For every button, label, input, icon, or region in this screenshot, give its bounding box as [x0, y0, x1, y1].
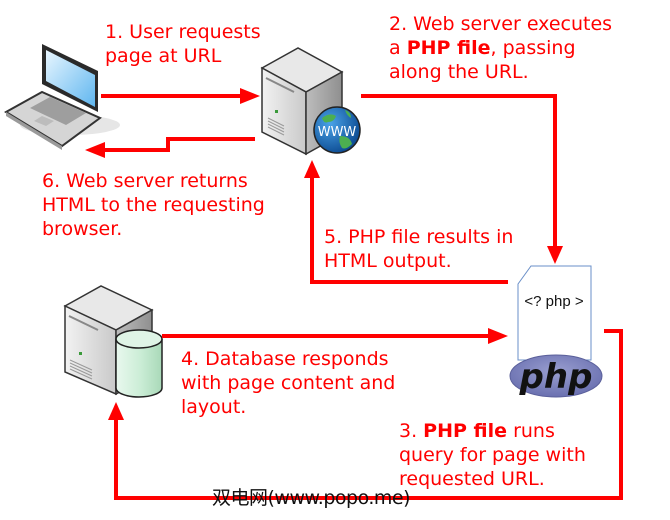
step3-label: 3. PHP file runs query for page with req…	[399, 419, 586, 491]
step2-line2-pre: a	[389, 37, 407, 59]
step3-line1-post: runs	[507, 420, 555, 442]
step1-line1: 1. User requests	[105, 21, 261, 43]
database-cylinder-icon	[115, 329, 163, 398]
step3-line2: query for page with	[399, 444, 586, 466]
step4-line2: with page content and	[181, 372, 396, 394]
arrow-step2	[361, 94, 557, 246]
step4-line3: layout.	[181, 396, 247, 418]
arrowhead-step3	[108, 402, 124, 420]
laptop-icon	[4, 44, 120, 150]
step6-line3: browser.	[42, 218, 123, 240]
step4-label: 4. Database responds with page content a…	[181, 347, 395, 419]
step2-line2-bold: PHP file	[406, 37, 491, 59]
php-logo-icon: php	[509, 354, 603, 398]
php-code-text: <? php >	[524, 293, 583, 310]
www-label: WWW	[318, 125, 357, 140]
arrow-step6	[105, 137, 255, 152]
step3-line3: requested URL.	[399, 468, 545, 490]
arrowhead-step2	[547, 246, 563, 264]
step5-label: 5. PHP file results in HTML output.	[324, 225, 513, 273]
step4-line1: 4. Database responds	[181, 348, 389, 370]
step3-line1-pre: 3.	[399, 420, 424, 442]
step6-label: 6. Web server returns HTML to the reques…	[42, 169, 265, 241]
step1-label: 1. User requests page at URL	[105, 20, 261, 68]
step2-line3: along the URL.	[389, 61, 529, 83]
step2-line1: 2. Web server executes	[389, 13, 613, 35]
arrowhead-step6	[85, 142, 105, 158]
step6-line1: 6. Web server returns	[42, 170, 248, 192]
php-file-icon: <? php >	[517, 265, 592, 361]
php-logo-text: php	[519, 357, 593, 397]
step2-line2-post: , passing	[490, 37, 576, 59]
arrow-step3	[114, 329, 623, 500]
globe-icon: WWW	[313, 106, 361, 154]
step6-line2: HTML to the requesting	[42, 194, 265, 216]
arrowhead-step4	[488, 328, 508, 344]
step5-line2: HTML output.	[324, 250, 452, 272]
step3-line1-bold: PHP file	[423, 420, 508, 442]
arrowhead-step1	[240, 88, 260, 104]
step1-line2: page at URL	[105, 45, 222, 67]
step5-line1: 5. PHP file results in	[324, 226, 514, 248]
step2-label: 2. Web server executes a PHP file, passi…	[389, 12, 612, 84]
watermark: 双电网(www.popo.me)	[212, 487, 411, 509]
arrow-step5	[310, 178, 508, 284]
arrowhead-step5	[304, 160, 320, 178]
